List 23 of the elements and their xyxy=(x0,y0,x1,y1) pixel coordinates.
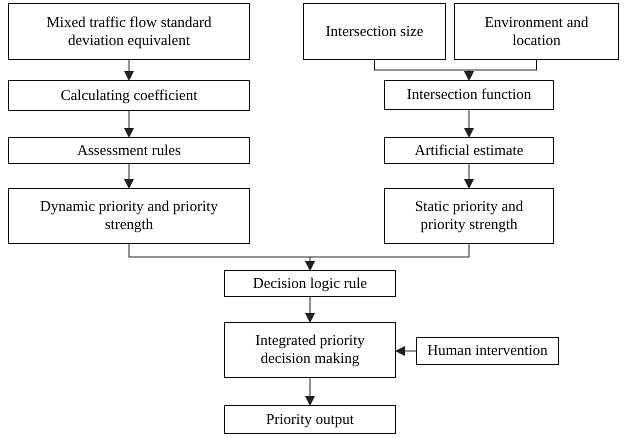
process-box: Intersection size xyxy=(303,3,446,60)
process-box: Artificial estimate xyxy=(384,137,554,164)
process-box: Static priority and priority strength xyxy=(384,188,554,244)
arrow xyxy=(464,164,474,189)
arrow xyxy=(124,60,134,81)
arrow xyxy=(464,110,474,138)
process-box: Dynamic priority and priority strength xyxy=(8,188,250,244)
process-box: Human intervention xyxy=(416,337,559,365)
process-box: Decision logic rule xyxy=(224,270,396,297)
arrow xyxy=(305,244,470,271)
process-box: Intersection function xyxy=(384,80,554,110)
arrow xyxy=(124,110,134,138)
process-box: Environment and location xyxy=(454,3,619,60)
arrow xyxy=(305,296,315,323)
process-box: Integrated priority decision making xyxy=(224,322,396,378)
process-box: Assessment rules xyxy=(8,137,250,164)
arrow xyxy=(305,378,315,406)
process-box: Mixed traffic flow standard deviation equivalent xyxy=(8,3,250,60)
arrow xyxy=(395,346,416,356)
arrow xyxy=(124,164,134,189)
arrow xyxy=(464,60,537,81)
process-box: Calculating coefficient xyxy=(8,80,250,111)
process-box: Priority output xyxy=(224,405,396,434)
